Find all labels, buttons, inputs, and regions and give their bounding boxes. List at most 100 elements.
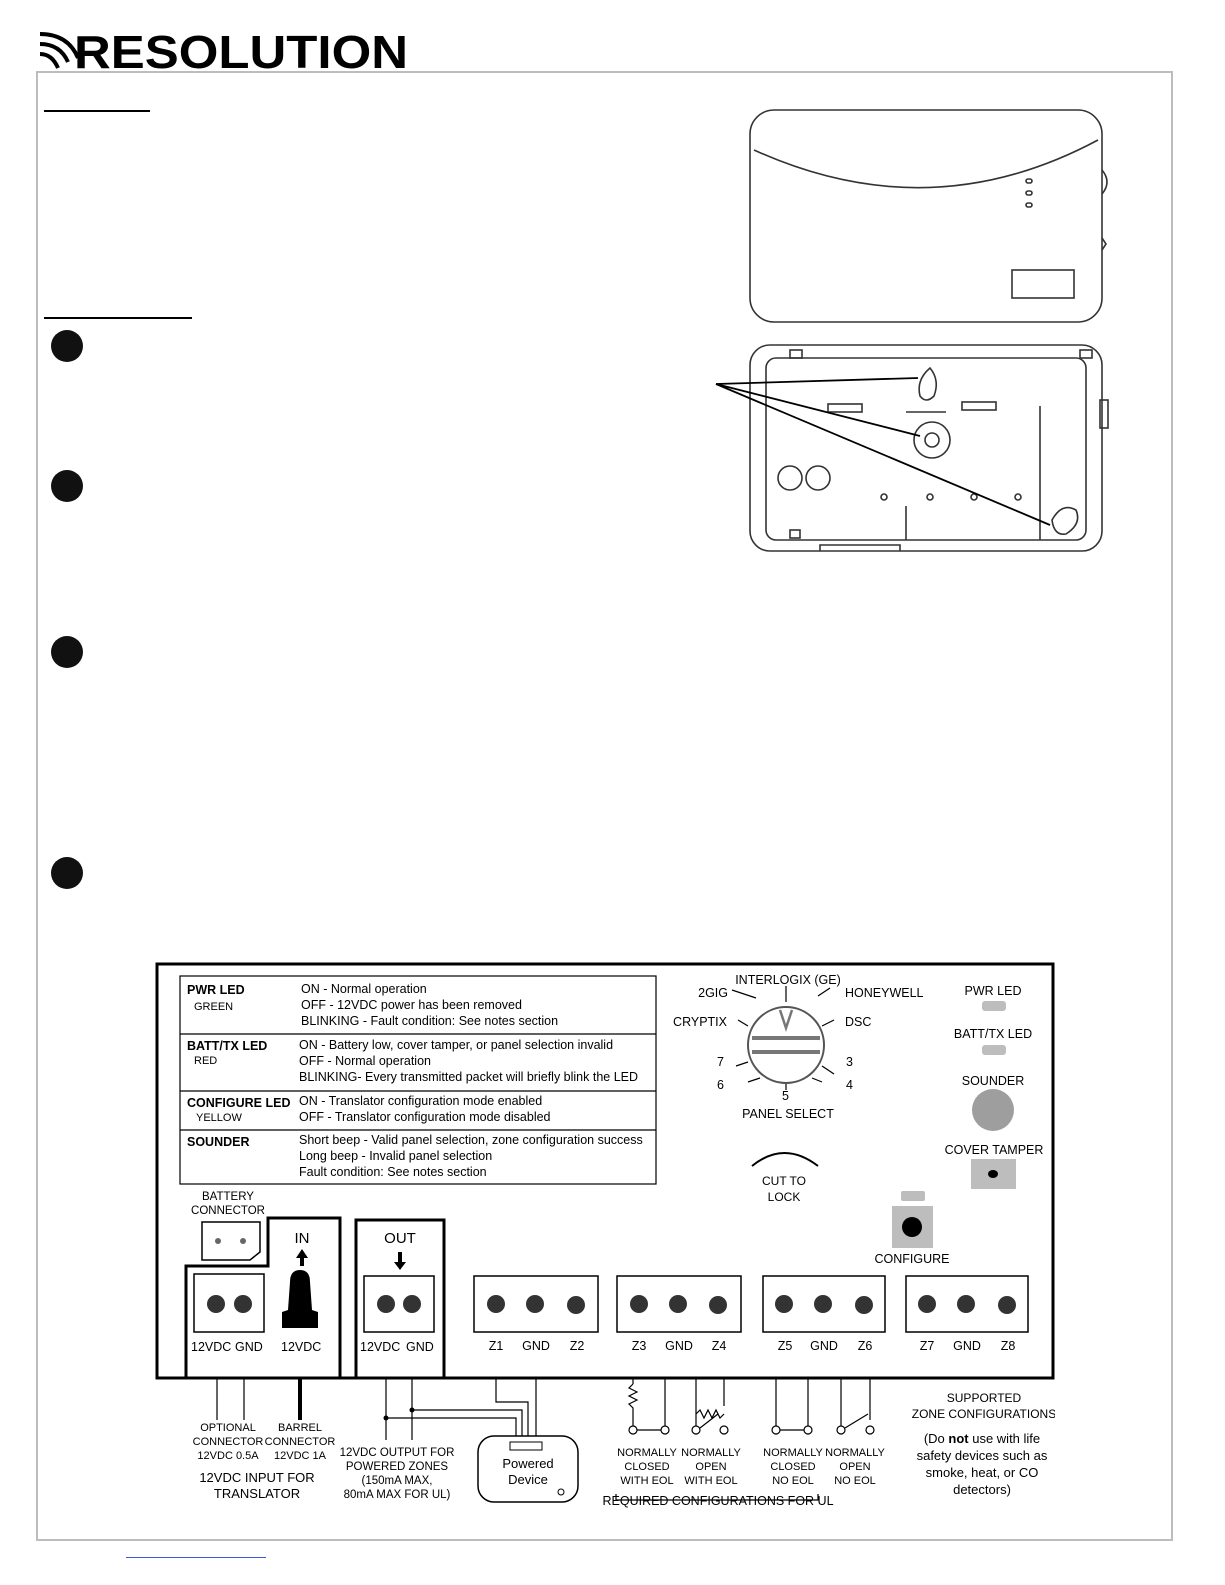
screw-icon[interactable] [526, 1295, 544, 1313]
wiring-diagram: PWR LED GREEN ON - Normal operation OFF … [155, 962, 1055, 1508]
terminal-label: GND [522, 1339, 550, 1353]
signal-waves-icon [39, 32, 80, 69]
closed-cover-drawing [749, 109, 1108, 323]
legend-name-sounder: SOUNDER [187, 1135, 250, 1149]
batt-led-label: BATT/TX LED [954, 1027, 1032, 1041]
enclosure-illustrations [715, 109, 1109, 552]
barrel-jack-icon[interactable] [282, 1270, 318, 1328]
page-frame [36, 71, 1173, 1541]
dial-pos-interlogix: INTERLOGIX (GE) [735, 973, 841, 987]
required-ul-caption: REQUIRED CONFIGURATIONS FOR UL [602, 1494, 833, 1508]
screw-icon[interactable] [207, 1295, 225, 1313]
legend-line: Fault condition: See notes section [299, 1165, 487, 1179]
terminal-label: Z5 [778, 1339, 793, 1353]
screw-icon[interactable] [567, 1296, 585, 1314]
legend-line: OFF - Normal operation [299, 1054, 431, 1068]
screw-icon[interactable] [234, 1295, 252, 1313]
screw-icon[interactable] [377, 1295, 395, 1313]
configure-button-cap-icon [902, 1217, 922, 1237]
screw-icon[interactable] [814, 1295, 832, 1313]
terminal-label: Z8 [1001, 1339, 1016, 1353]
legend-color-pwr: GREEN [194, 1001, 233, 1013]
zone-block-z1-z2 [473, 1275, 599, 1333]
terminal-label: Z2 [570, 1339, 585, 1353]
led-legend-table: PWR LED GREEN ON - Normal operation OFF … [179, 975, 657, 1185]
screw-icon[interactable] [403, 1295, 421, 1313]
output-label-gnd: GND [406, 1340, 434, 1354]
zone-block-z5-z6 [762, 1275, 886, 1333]
panel-select-dial[interactable] [731, 986, 835, 1090]
screw-icon[interactable] [855, 1296, 873, 1314]
dial-pos-2gig: 2GIG [698, 986, 728, 1000]
brand-wordmark: RESOLUTION [74, 28, 408, 72]
step-bullet-1 [51, 330, 83, 362]
screw-icon[interactable] [918, 1295, 936, 1313]
section-underline-1 [44, 110, 150, 112]
screw-icon[interactable] [487, 1295, 505, 1313]
pwr-led [982, 1001, 1006, 1011]
arrow-up-icon [296, 1249, 308, 1266]
screw-icon[interactable] [775, 1295, 793, 1313]
terminal-label: Z7 [920, 1339, 935, 1353]
terminal-label: GND [665, 1339, 693, 1353]
legend-line: ON - Translator configuration mode enabl… [299, 1094, 542, 1108]
screw-icon[interactable] [630, 1295, 648, 1313]
brand-logo: RESOLUTION [39, 28, 408, 72]
zone-block-z3-z4 [616, 1275, 742, 1333]
legend-name-pwr: PWR LED [187, 983, 245, 997]
legend-line: ON - Normal operation [301, 982, 427, 996]
terminal-label: Z6 [858, 1339, 873, 1353]
input-label-barrel: 12VDC [281, 1340, 321, 1354]
pwr-led-label: PWR LED [965, 984, 1022, 998]
legend-line: OFF - Translator configuration mode disa… [299, 1110, 551, 1124]
legend-line: ON - Battery low, cover tamper, or panel… [299, 1038, 613, 1052]
battery-connector[interactable] [201, 1221, 261, 1261]
screw-icon[interactable] [998, 1296, 1016, 1314]
arrow-down-icon [394, 1252, 406, 1270]
section-underline-2 [44, 317, 192, 319]
terminal-label: GND [810, 1339, 838, 1353]
tamper-dot-icon [988, 1170, 998, 1178]
input-label-12vdc: 12VDC [191, 1340, 231, 1354]
open-base-drawing [749, 344, 1109, 552]
dial-pos-3: 3 [846, 1055, 853, 1069]
device-led-icon [557, 1488, 565, 1496]
screw-icon[interactable] [957, 1295, 975, 1313]
footer-link-underline[interactable] [126, 1557, 266, 1558]
sounder-label: SOUNDER [962, 1074, 1025, 1088]
batt-led [982, 1045, 1006, 1055]
configure-led [901, 1191, 925, 1201]
zone-block-z7-z8 [905, 1275, 1029, 1333]
powered-device [477, 1435, 579, 1503]
configure-label: CONFIGURE [875, 1252, 950, 1266]
output-terminal-block [363, 1275, 435, 1333]
legend-color-batt: RED [194, 1055, 217, 1067]
pin-icon [240, 1238, 246, 1244]
legend-color-configure: YELLOW [196, 1112, 242, 1124]
screw-icon[interactable] [709, 1296, 727, 1314]
wiring-lines [216, 1378, 871, 1501]
step-bullet-3 [51, 636, 83, 668]
legend-line: BLINKING- Every transmitted packet will … [299, 1070, 638, 1084]
dial-pos-4: 4 [846, 1078, 853, 1092]
input-terminal-block [193, 1273, 265, 1333]
terminal-label: Z4 [712, 1339, 727, 1353]
screw-icon[interactable] [669, 1295, 687, 1313]
panel-select-label: PANEL SELECT [742, 1107, 834, 1121]
legend-line: Short beep - Valid panel selection, zone… [299, 1133, 643, 1147]
output-label-12vdc: 12VDC [360, 1340, 400, 1354]
dial-pos-dsc: DSC [845, 1015, 871, 1029]
cover-tamper-label: COVER TAMPER [945, 1143, 1044, 1157]
terminal-label: Z1 [489, 1339, 504, 1353]
dial-pos-5: 5 [782, 1089, 789, 1103]
junction-dot-icon [383, 1415, 389, 1421]
